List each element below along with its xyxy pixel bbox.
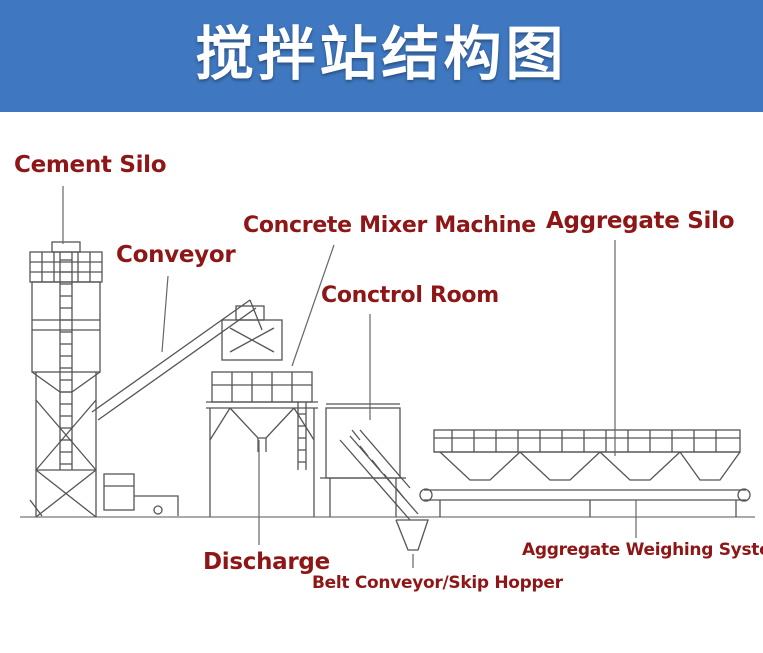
label-control-room: Conctrol Room: [321, 283, 499, 308]
water-tank-drawing: [29, 473, 179, 517]
label-discharge: Discharge: [203, 549, 330, 575]
page-title: 搅拌站结构图: [195, 20, 568, 88]
screw-conveyor-drawing: [91, 299, 263, 421]
title-banner: 搅拌站结构图: [0, 0, 763, 112]
mixing-plant-drawing: [20, 186, 755, 568]
label-aggregate-silo: Aggregate Silo: [546, 208, 735, 234]
cement-silo-drawing: [29, 241, 103, 518]
skip-hopper-drawing: [339, 429, 429, 551]
label-conveyor: Conveyor: [116, 242, 236, 268]
label-concrete-mixer: Concrete Mixer Machine: [243, 213, 536, 238]
label-belt-conveyor: Belt Conveyor/Skip Hopper: [312, 573, 563, 593]
aggregate-silo-drawing: [419, 429, 751, 517]
control-room-drawing: [320, 403, 406, 517]
leader-lines: [62, 186, 637, 568]
mixer-building-drawing: [206, 305, 318, 517]
label-aggregate-weighing: Aggregate Weighing System: [522, 540, 763, 560]
label-cement-silo: Cement Silo: [14, 152, 167, 178]
